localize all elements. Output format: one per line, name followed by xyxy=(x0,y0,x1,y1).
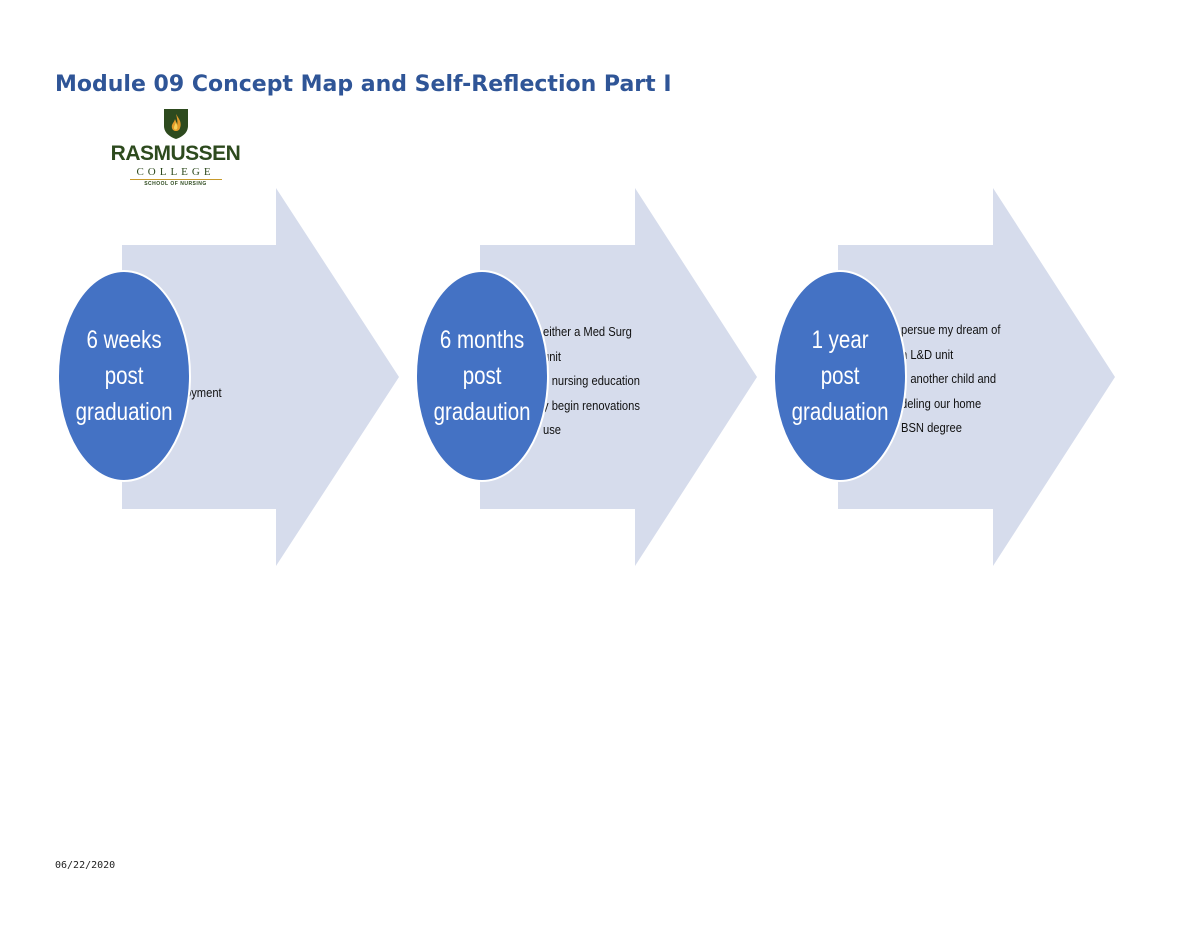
stage-bullet: oyment xyxy=(185,385,222,400)
stage-oval: 6 weeks post graduation xyxy=(57,270,191,482)
flame-shield-icon xyxy=(164,109,188,139)
stage-bullet: BSN degree xyxy=(901,420,962,435)
stage-bullet: deling our home xyxy=(901,395,982,411)
logo-college: COLLEGE xyxy=(136,166,215,178)
stage-label: 6 weeks post graduation xyxy=(75,326,173,426)
logo-divider xyxy=(130,179,222,180)
stage-bullet: y begin renovations xyxy=(543,397,640,413)
document-date: 06/22/2020 xyxy=(55,860,116,871)
stage-bullet: use xyxy=(543,422,562,437)
page-title: Module 09 Concept Map and Self-Reflectio… xyxy=(55,72,672,97)
timeline-arrow xyxy=(838,188,1115,566)
stage-bullet: n L&D unit xyxy=(901,346,954,362)
stage-bullet: y nursing education xyxy=(543,373,640,388)
stage-bullets: either a Med Surg unit y nursing educati… xyxy=(543,320,640,443)
stage-bullets: persue my dream of n L&D unit e another … xyxy=(901,318,1000,441)
stage-bullets: oyment xyxy=(185,381,222,406)
timeline-stage-6-months: either a Med Surg unit y nursing educati… xyxy=(415,188,757,568)
stage-label: 6 months post gradaution xyxy=(433,326,531,426)
timeline-stage-6-weeks: oyment 6 weeks post graduation xyxy=(57,188,399,568)
logo-school: SCHOOL OF NURSING xyxy=(144,181,207,187)
stage-label: 1 year post graduation xyxy=(791,326,889,426)
stage-bullet: unit xyxy=(543,348,562,364)
college-logo: RASMUSSEN COLLEGE SCHOOL OF NURSING xyxy=(108,108,243,188)
stage-oval: 6 months post gradaution xyxy=(415,270,549,482)
logo-name: RASMUSSEN xyxy=(110,142,241,165)
stage-bullet: persue my dream of xyxy=(901,322,1001,337)
timeline-arrow xyxy=(480,188,757,566)
stage-bullet: either a Med Surg xyxy=(543,324,632,339)
timeline-arrow xyxy=(122,188,399,566)
stage-oval: 1 year post graduation xyxy=(773,270,907,482)
stage-bullet: e another child and xyxy=(901,371,997,386)
timeline-stage-1-year: persue my dream of n L&D unit e another … xyxy=(773,188,1115,568)
